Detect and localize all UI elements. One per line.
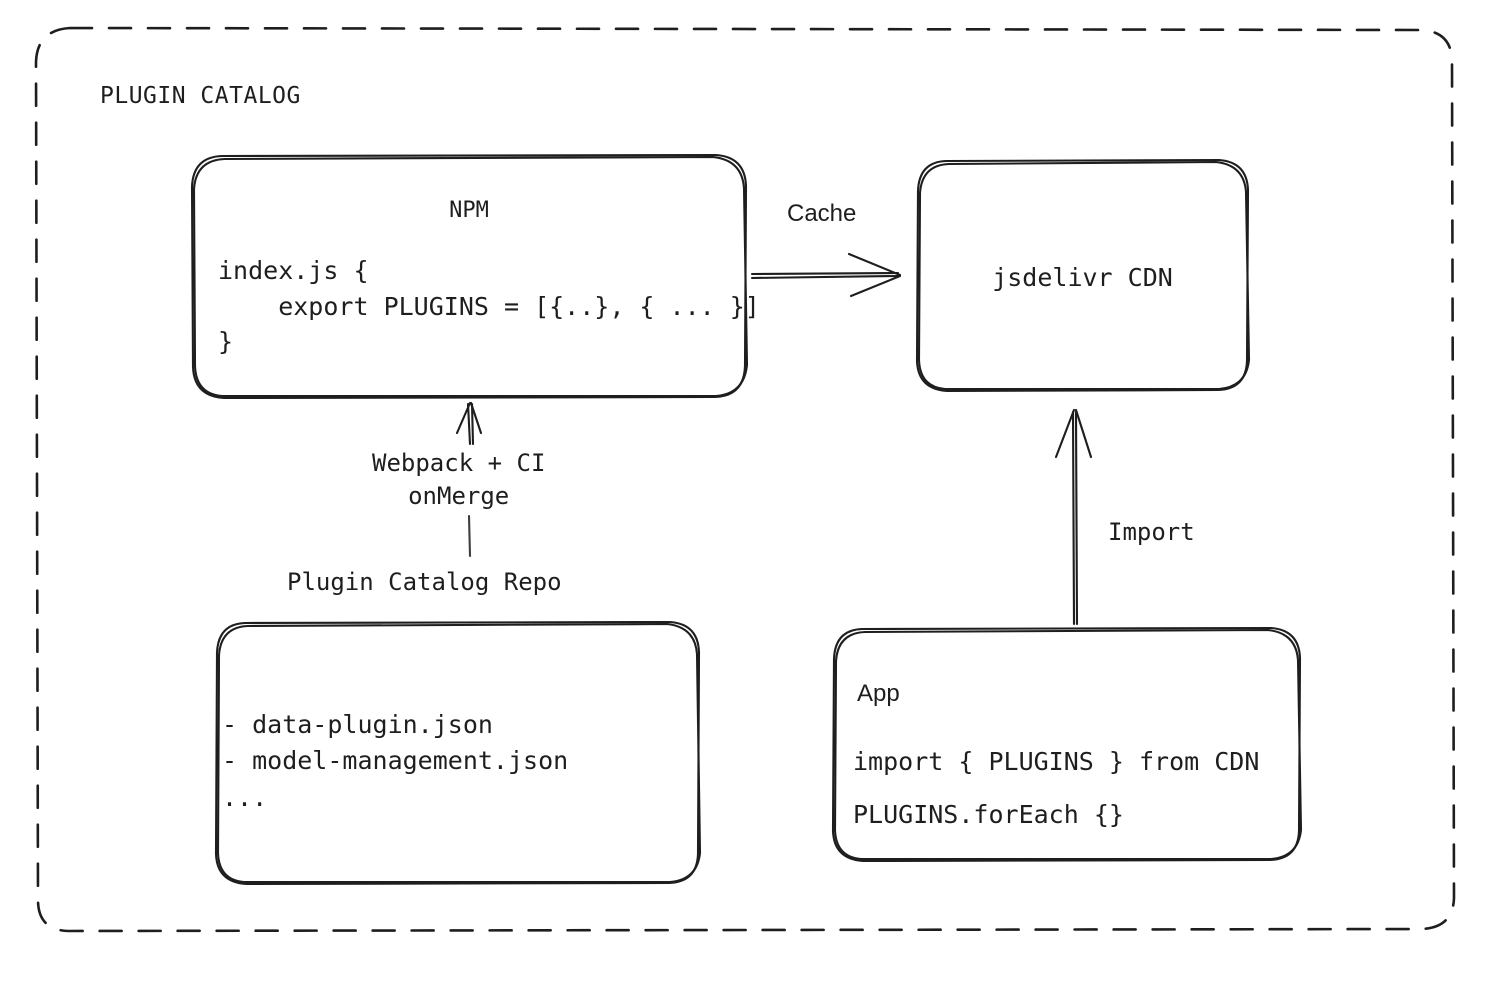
repo-node-file-list: - data-plugin.json - model-management.js… bbox=[222, 710, 569, 812]
npm-node-title: NPM bbox=[449, 198, 489, 223]
cache-arrow bbox=[750, 252, 902, 298]
build-edge-label: Webpack + CI onMerge bbox=[372, 449, 546, 511]
app-node-code: import { PLUGINS } from CDN PLUGINS.forE… bbox=[853, 747, 1260, 829]
import-edge-label: Import bbox=[1108, 518, 1195, 546]
repo-node-caption: Plugin Catalog Repo bbox=[287, 568, 562, 596]
import-arrow bbox=[1054, 408, 1093, 626]
container-title: PLUGIN CATALOG bbox=[100, 83, 301, 109]
cache-edge-label: Cache bbox=[787, 200, 857, 227]
cdn-node-title: jsdelivr CDN bbox=[992, 263, 1173, 292]
app-node-title: App bbox=[857, 680, 900, 707]
npm-node-code: index.js { export PLUGINS = [{..}, { ...… bbox=[218, 256, 760, 356]
